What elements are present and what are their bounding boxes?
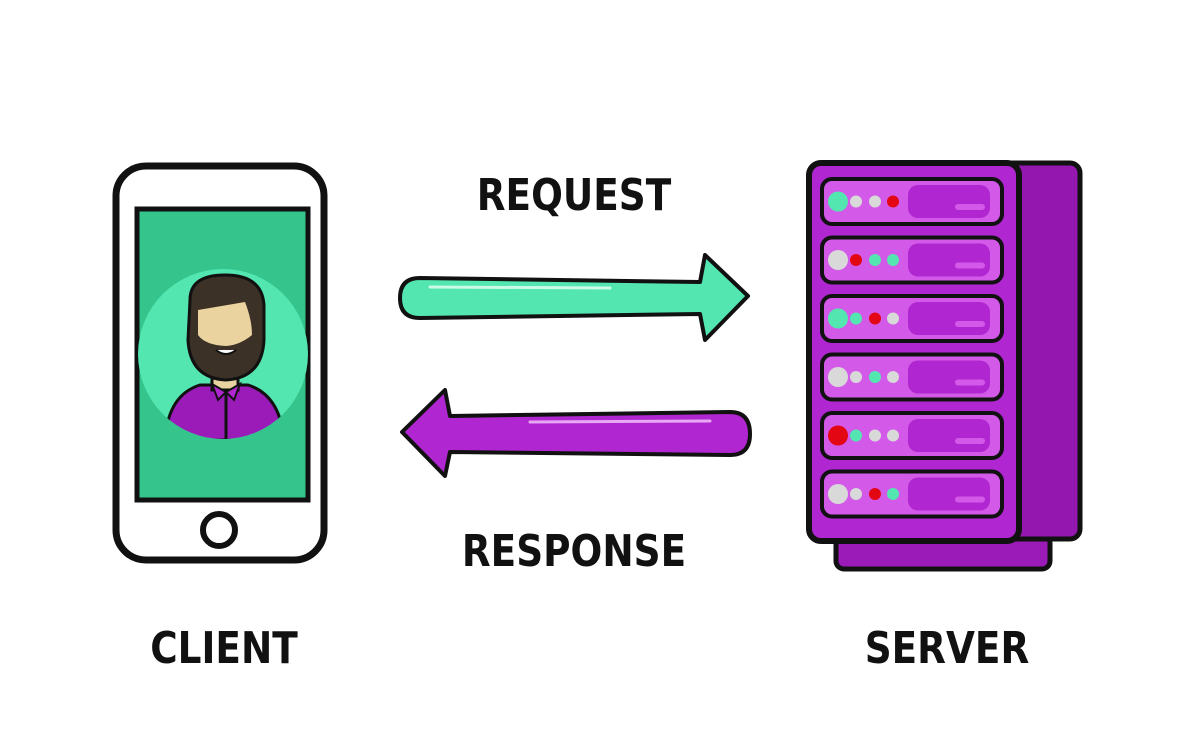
user-avatar-icon <box>163 273 286 439</box>
rack-unit-slot <box>955 321 985 327</box>
server-rack-unit <box>820 411 1004 460</box>
rack-unit-drive-bay <box>908 185 990 218</box>
status-led-gray <box>850 371 862 383</box>
status-led-green <box>828 191 848 212</box>
client-phone-icon <box>112 162 328 564</box>
status-led-gray <box>869 195 881 208</box>
rack-unit-slot <box>955 438 985 444</box>
status-led-gray <box>887 371 899 383</box>
rack-unit-drive-bay <box>908 302 990 335</box>
server-label: SERVER <box>865 622 1030 674</box>
rack-unit-drive-bay <box>908 243 990 277</box>
status-led-green <box>887 488 899 500</box>
status-led-red <box>887 195 899 208</box>
status-led-green <box>850 429 862 442</box>
request-label: REQUEST <box>477 169 672 221</box>
status-led-gray <box>887 312 899 325</box>
rack-unit-drive-bay <box>908 419 990 452</box>
status-led-green <box>828 308 848 329</box>
request-arrow-icon <box>398 253 750 342</box>
status-led-gray <box>850 488 862 500</box>
status-led-gray <box>850 195 862 208</box>
status-led-red <box>828 425 848 446</box>
status-led-red <box>850 254 862 266</box>
server-rack-unit <box>820 352 1004 402</box>
server-rack-unit <box>820 235 1004 285</box>
status-led-gray <box>869 429 881 442</box>
status-led-gray <box>828 484 848 504</box>
rack-unit-slot <box>955 379 985 386</box>
status-led-red <box>869 488 881 500</box>
rack-unit-drive-bay <box>908 477 990 511</box>
status-led-gray <box>828 367 848 387</box>
rack-unit-slot <box>955 204 985 210</box>
server-rack-unit <box>820 177 1004 226</box>
status-led-gray <box>828 250 848 270</box>
status-led-green <box>869 254 881 266</box>
status-led-green <box>869 371 881 383</box>
server-rack-unit <box>820 294 1004 343</box>
status-led-gray <box>887 429 899 442</box>
server-rack-icon <box>806 160 1083 572</box>
client-label: CLIENT <box>150 622 298 674</box>
response-label: RESPONSE <box>462 525 686 577</box>
rack-unit-slot <box>955 262 985 269</box>
rack-unit-drive-bay <box>908 360 990 394</box>
rack-unit-slot <box>955 496 985 503</box>
server-rack-unit <box>820 469 1004 519</box>
status-led-green <box>850 312 862 325</box>
status-led-green <box>887 254 899 266</box>
response-arrow-icon <box>400 388 752 478</box>
status-led-red <box>869 312 881 325</box>
